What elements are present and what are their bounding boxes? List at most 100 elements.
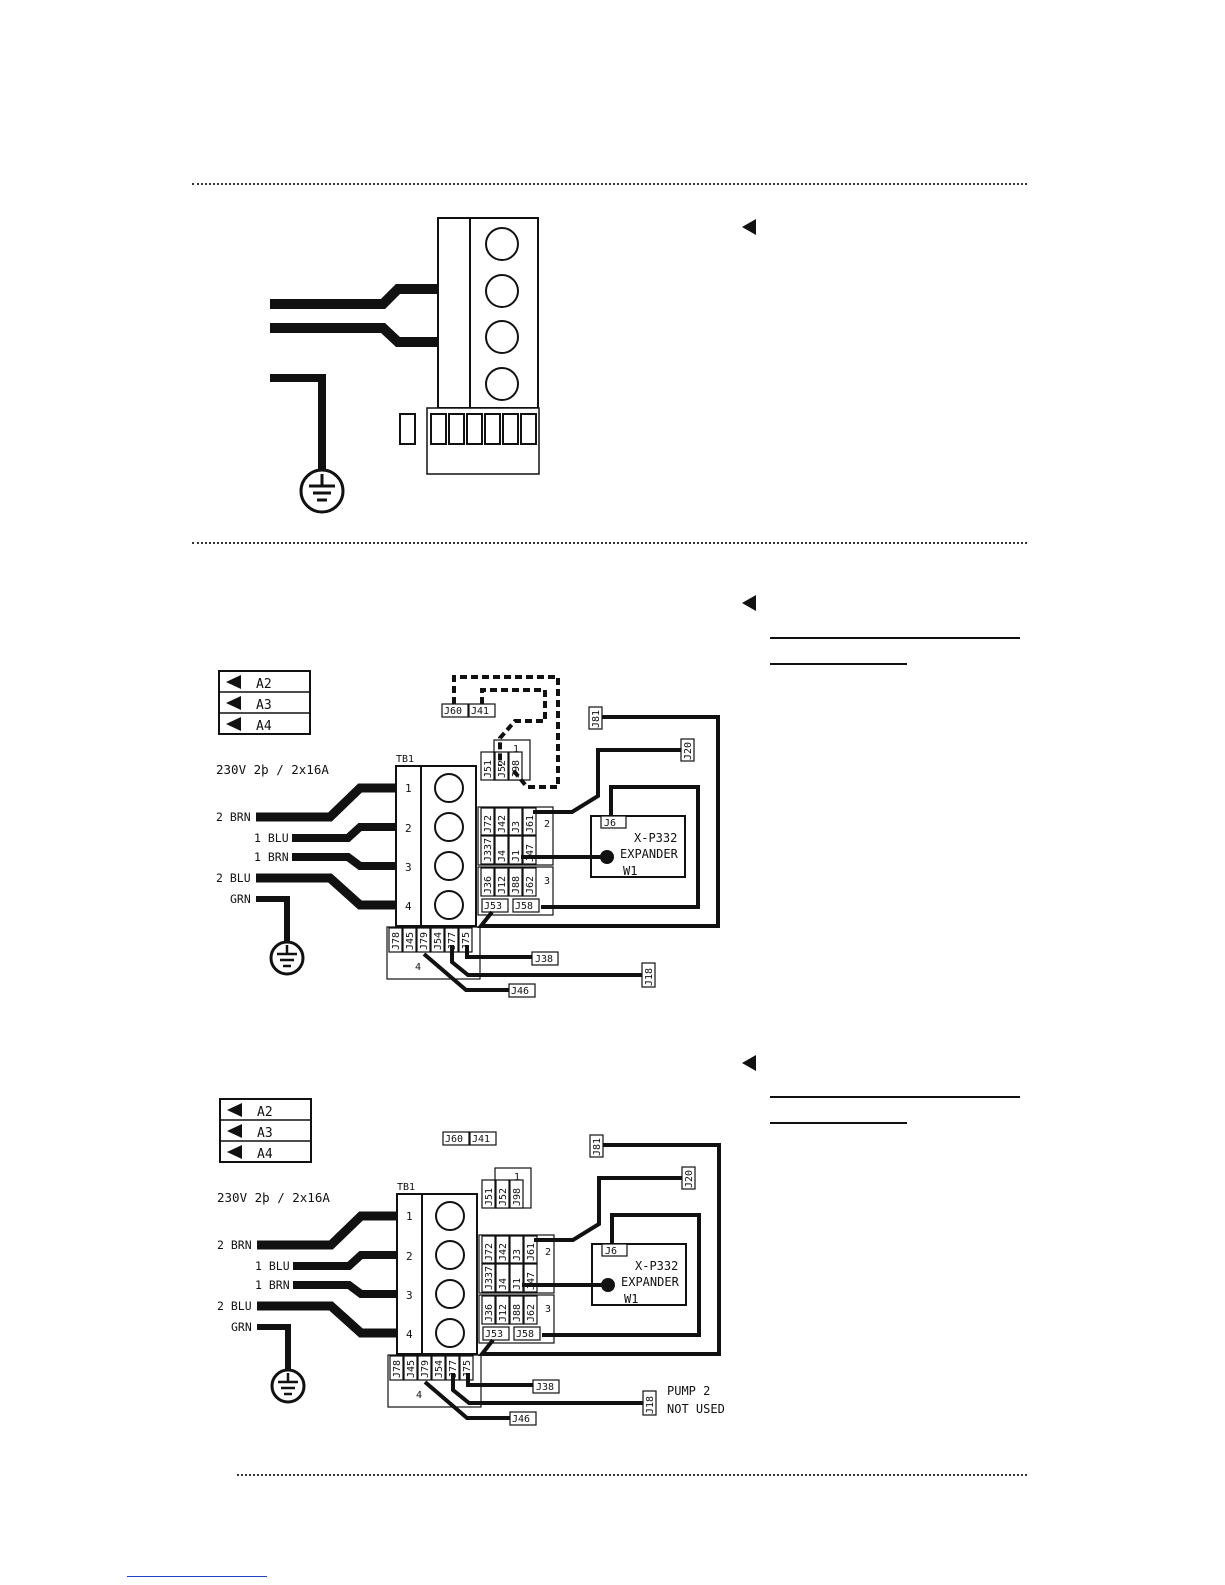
connector-label: J42 [497, 815, 508, 833]
legend-item: A2 [257, 1105, 273, 1120]
legend-item: A2 [256, 677, 272, 692]
terminal-screw [485, 320, 519, 354]
terminal-screw [485, 367, 519, 401]
legend-box [219, 1098, 312, 1163]
connector-label: J18 [644, 968, 655, 986]
legend-arrow-icon [226, 696, 241, 710]
terminal-screw [435, 1318, 465, 1348]
connector-label: J61 [526, 1243, 537, 1261]
connector-label: J77 [448, 1360, 459, 1378]
legend-item: A3 [256, 698, 272, 713]
connector-label: J4 [497, 850, 508, 862]
connector-label: J98 [512, 1188, 523, 1206]
legend-arrow-icon [226, 675, 241, 689]
wire [423, 1380, 510, 1420]
group-label: 1 [514, 1172, 520, 1183]
wire [534, 1176, 682, 1242]
wire [466, 1373, 533, 1387]
connector-label: J45 [405, 932, 416, 950]
wire [292, 823, 396, 842]
wire [292, 853, 396, 870]
connector-group-3: J36 J12 J88 J62 J53 J58 [480, 867, 540, 913]
legend-box [218, 670, 311, 735]
terminal-number: 4 [406, 1328, 413, 1341]
wire [541, 785, 700, 909]
footer-link-underline [127, 1576, 267, 1577]
connector-label: J47 [525, 844, 536, 862]
wire-label: 2 BLU [217, 1299, 252, 1313]
connector-group-1: J51 J52 J98 [480, 751, 523, 781]
wire-label: 2 BRN [216, 810, 251, 824]
connector-group-3: J36 J12 J88 J62 J53 J58 [481, 1295, 541, 1341]
connector-label: J42 [498, 1243, 509, 1261]
connector-label: J3 [511, 821, 522, 833]
group-label: 4 [415, 962, 421, 973]
connector-label: J58 [515, 901, 533, 912]
wire-label: GRN [230, 892, 251, 906]
terminal-number: 3 [405, 861, 412, 874]
tb1-label: TB1 [397, 1182, 415, 1193]
connector-group-4: J78 J45 J79 J54 J77 J75 [389, 1355, 474, 1381]
ground-wire [270, 374, 326, 472]
expander-label: X-P332 [635, 1259, 678, 1273]
terminal-number: 4 [405, 900, 412, 913]
connector-label: J6 [605, 1246, 617, 1257]
wire-label: 2 BLU [216, 871, 251, 885]
group-label: 2 [544, 819, 550, 830]
terminal-number: 1 [406, 1210, 413, 1223]
connector-label: J62 [525, 876, 536, 894]
expander-label: EXPANDER [620, 847, 679, 861]
supply-label: 230V 2þ / 2x16A [217, 1190, 330, 1205]
group-label: 3 [544, 876, 550, 887]
connector-label: J36 [484, 1304, 495, 1322]
legend-item: A4 [257, 1147, 273, 1162]
legend-item: A4 [256, 719, 272, 734]
wire-terminal-dot [600, 850, 614, 864]
bullet-arrow-icon [742, 219, 756, 235]
connector-label: J3 [512, 1249, 523, 1261]
ground-icon [270, 1368, 306, 1404]
pump-note: NOT USED [667, 1402, 725, 1416]
pump-note: PUMP 2 [667, 1384, 710, 1398]
connector-label: J75 [461, 932, 472, 950]
terminal-number: 1 [405, 782, 412, 795]
terminal-screw [435, 1279, 465, 1309]
connector-label: J45 [406, 1360, 417, 1378]
connector-label: J41 [472, 1134, 490, 1145]
legend-arrow-icon [227, 1103, 242, 1117]
jumper-wire [452, 675, 560, 789]
terminal-number: 3 [406, 1289, 413, 1302]
blank-underline [770, 637, 1020, 639]
connector-label: J78 [392, 1360, 403, 1378]
terminal-number: 2 [406, 1250, 413, 1263]
connector-label: J72 [484, 1243, 495, 1261]
connector-label: J61 [525, 815, 536, 833]
blank-underline [770, 1122, 907, 1124]
terminal-screw [435, 1240, 465, 1270]
wire-terminal-dot [601, 1278, 615, 1292]
connector-label: J12 [498, 1304, 509, 1322]
blank-underline [770, 1096, 1020, 1098]
legend-arrow-icon [227, 1124, 242, 1138]
connector-label: J53 [485, 1329, 503, 1340]
tb1-label: TB1 [396, 754, 414, 765]
connector-label: J54 [434, 1360, 445, 1378]
connector-label: J41 [471, 706, 489, 717]
legend-arrow-icon [226, 717, 241, 731]
connector-label: J51 [484, 1188, 495, 1206]
wire-label: GRN [231, 1320, 252, 1334]
connector-label: J78 [391, 932, 402, 950]
ground-icon [269, 940, 305, 976]
bullet-arrow-icon [742, 595, 756, 611]
group-label: 3 [545, 1304, 551, 1315]
ground-icon [299, 468, 345, 514]
bullet-arrow-icon [742, 1055, 756, 1071]
expander-module [591, 1243, 687, 1306]
wire [465, 945, 532, 959]
terminal-screw [435, 1201, 465, 1231]
connector-group-1: J51 J52 J98 [481, 1179, 524, 1209]
connector-label: J88 [511, 876, 522, 894]
wire [257, 1301, 397, 1338]
connector-label: J1 [512, 1278, 523, 1290]
